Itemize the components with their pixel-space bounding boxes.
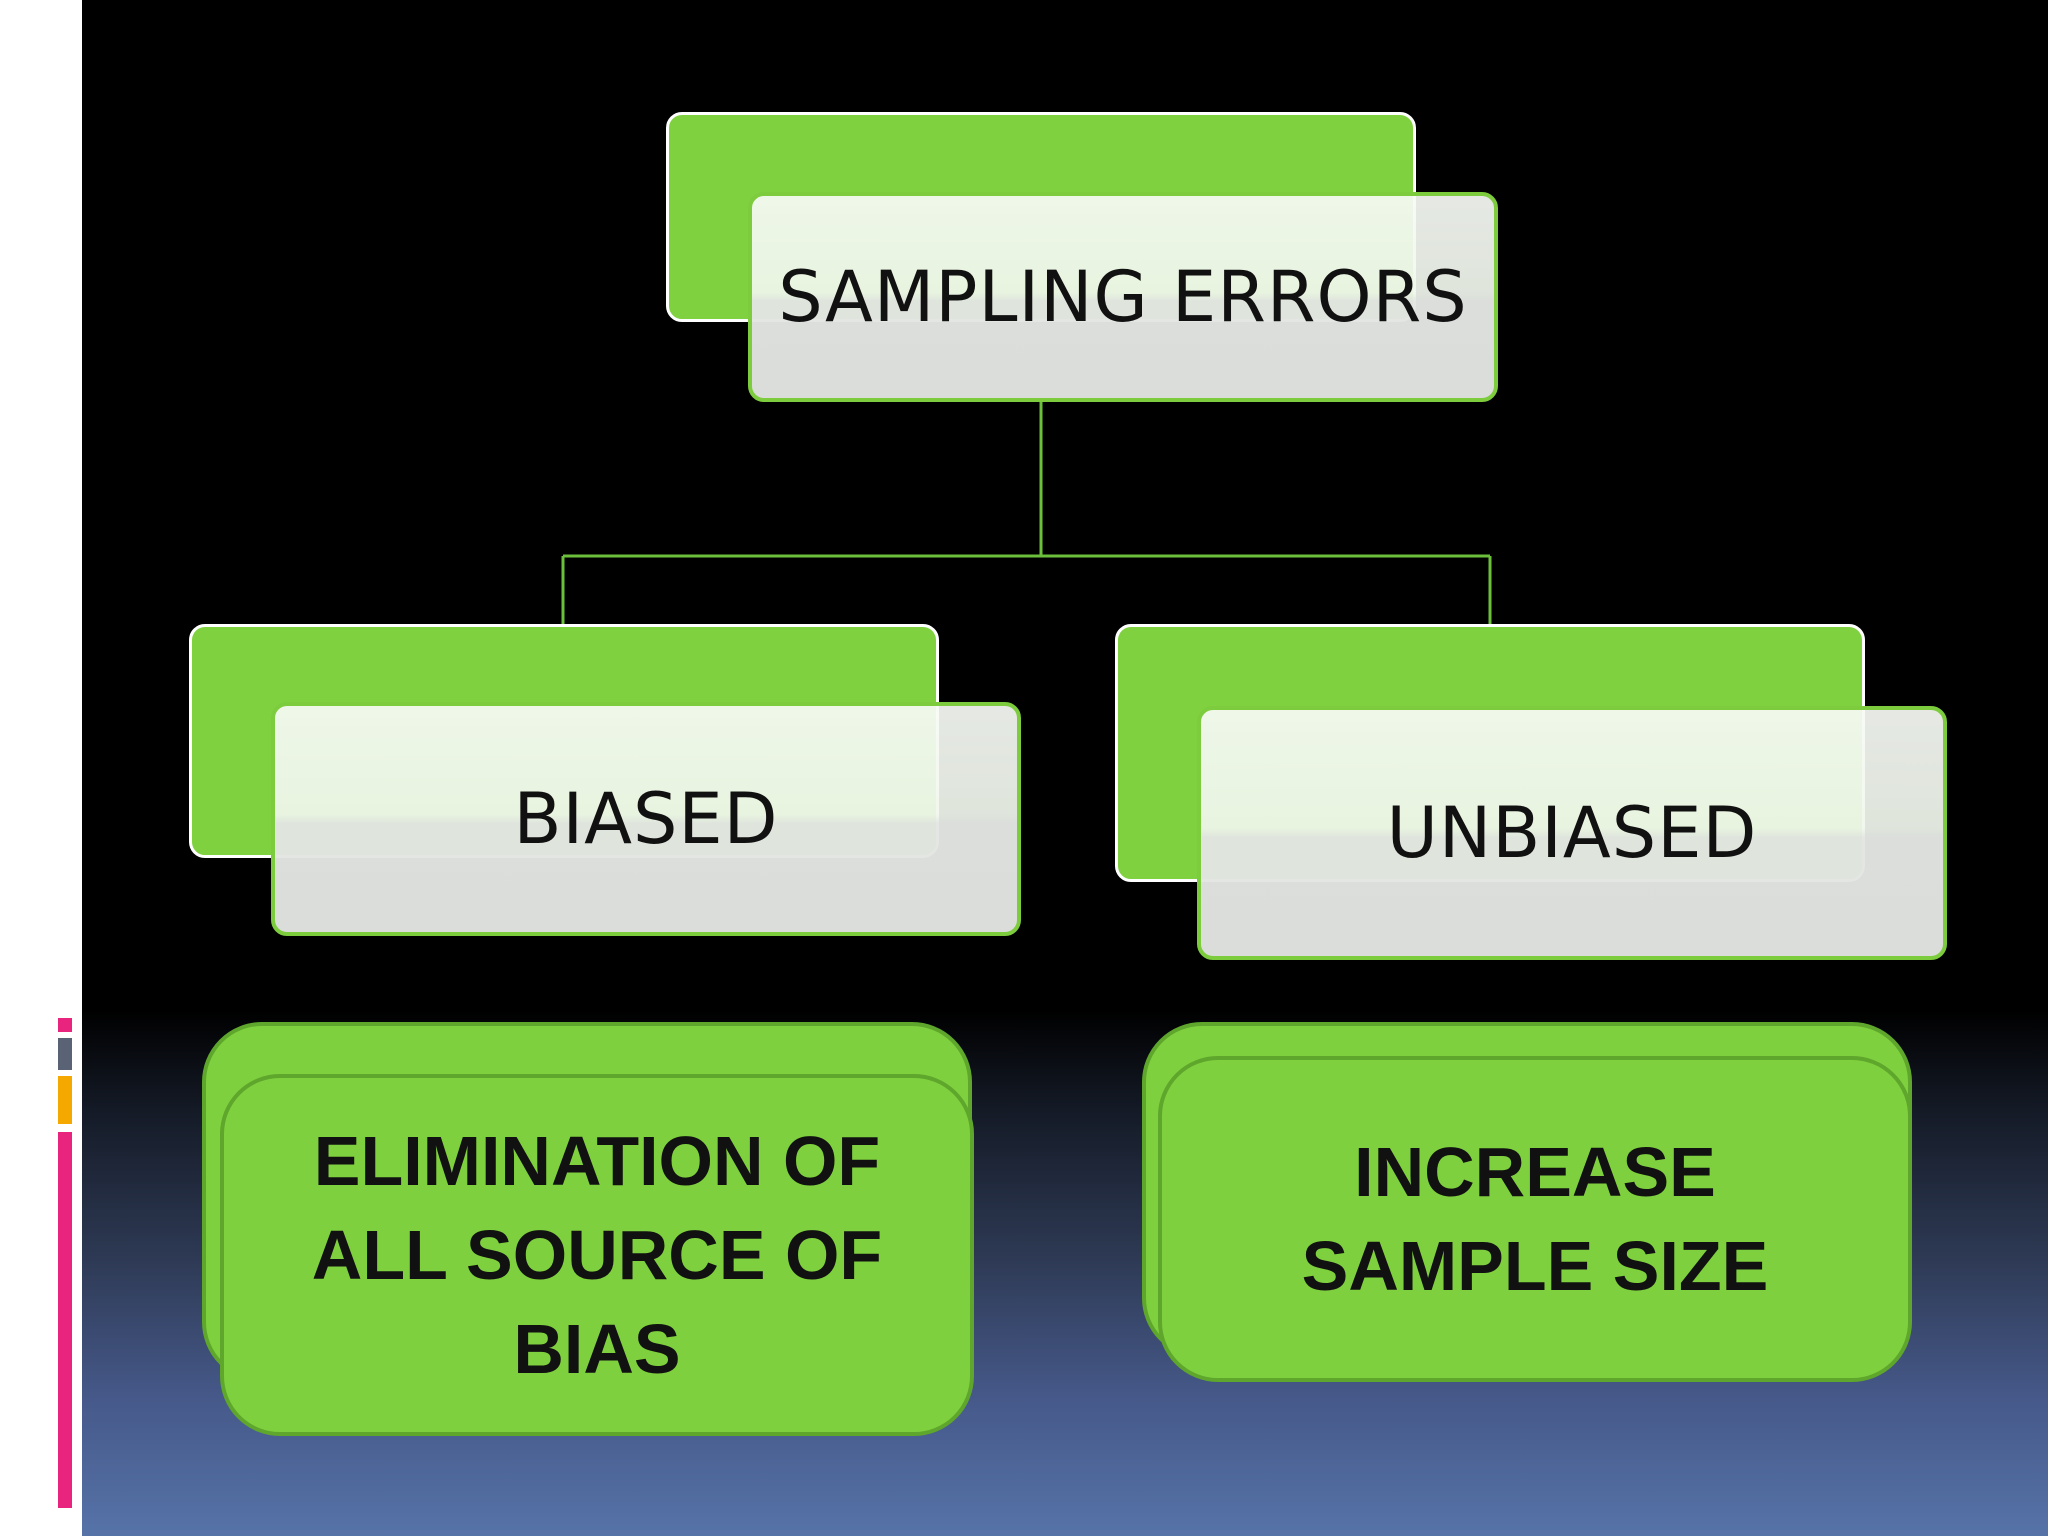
root-node: SAMPLING ERRORS	[666, 112, 1498, 402]
solution-biased-text: ELIMINATION OF ALL SOURCE OF BIAS	[311, 1122, 883, 1388]
solution-unbiased-text: INCREASE SAMPLE SIZE	[1301, 1133, 1769, 1305]
solution-box-unbiased-front: INCREASE SAMPLE SIZE	[1158, 1056, 1912, 1382]
branch-node-biased: BIASED	[189, 624, 1021, 936]
accent-pink-top	[58, 1018, 72, 1032]
branch-node-biased-label: BIASED	[513, 778, 779, 860]
branch-node-unbiased-front: UNBIASED	[1197, 706, 1947, 960]
solution-box-biased-front: ELIMINATION OF ALL SOURCE OF BIAS	[220, 1074, 974, 1436]
branch-node-unbiased-label: UNBIASED	[1386, 792, 1758, 874]
root-node-label: SAMPLING ERRORS	[778, 256, 1468, 338]
solution-box-biased: ELIMINATION OF ALL SOURCE OF BIAS	[202, 1022, 974, 1436]
branch-node-unbiased: UNBIASED	[1115, 624, 1947, 960]
solution-box-unbiased: INCREASE SAMPLE SIZE	[1142, 1022, 1912, 1382]
accent-pink-bar	[58, 1132, 72, 1508]
accent-orange	[58, 1076, 72, 1124]
root-node-front: SAMPLING ERRORS	[748, 192, 1498, 402]
accent-gray	[58, 1038, 72, 1070]
barcode-decoration	[48, 152, 82, 236]
branch-node-biased-front: BIASED	[271, 702, 1021, 936]
